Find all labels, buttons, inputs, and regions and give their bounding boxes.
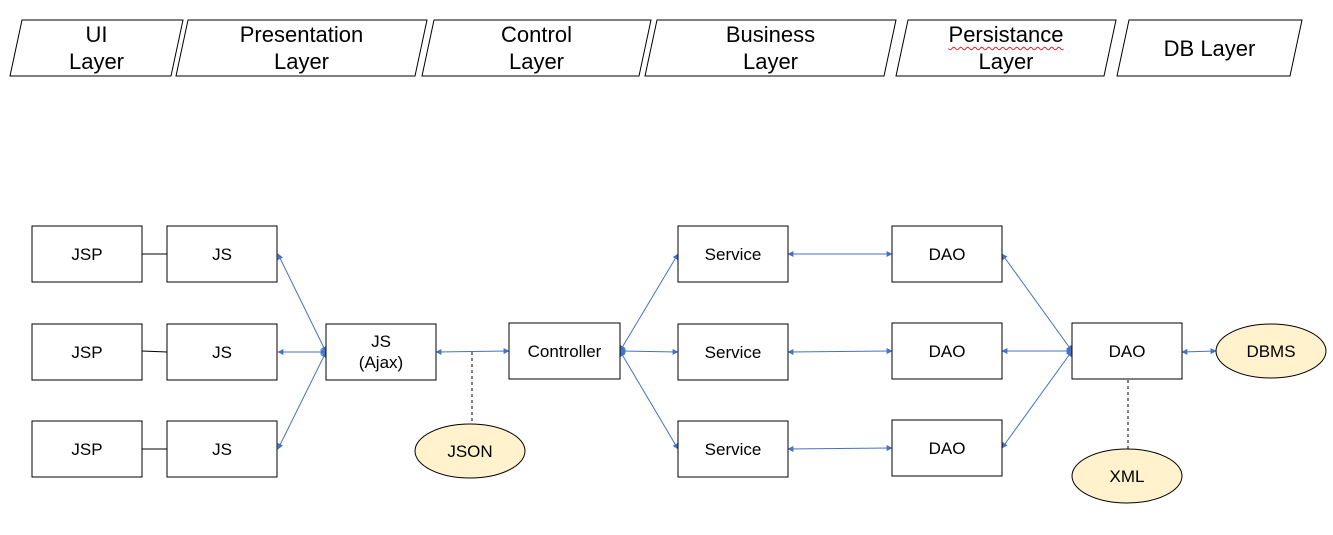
- dao-main-box: [1071, 322, 1183, 380]
- layer-header-db-shape: [1116, 19, 1303, 77]
- arrow-js3-ajax: [277, 351, 327, 450]
- arrow-service2-dao2: [787, 348, 893, 355]
- arrow-ajax-controller: [435, 348, 510, 355]
- arrow-controller-service1: [619, 253, 679, 352]
- controller-box: [508, 322, 621, 380]
- service-box-3: [677, 420, 789, 478]
- dao-box-2: [891, 322, 1003, 380]
- jsp-box-3: [31, 420, 143, 478]
- jsp-box-1: [31, 225, 143, 283]
- json-ellipse: [414, 423, 526, 479]
- xml-ellipse: [1071, 448, 1183, 504]
- js-ajax-box: [325, 323, 437, 381]
- arrow-dao1-daomain: [1001, 253, 1073, 352]
- layer-header-control-shape: [421, 19, 652, 77]
- js-box-1: [166, 225, 278, 283]
- arrow-dao3-daomain: [1001, 350, 1073, 449]
- layer-header-business-shape: [644, 19, 897, 77]
- link-jsp2-js2: [141, 350, 168, 353]
- jsp-box-2: [31, 323, 143, 381]
- arrow-controller-service3: [619, 350, 679, 450]
- dao-box-1: [891, 225, 1003, 283]
- arrow-controller-service2: [619, 348, 679, 355]
- dbms-ellipse: [1215, 323, 1327, 379]
- js-box-3: [166, 420, 278, 478]
- service-box-2: [677, 323, 789, 381]
- arrow-js1-ajax: [277, 253, 327, 353]
- dao-box-3: [891, 419, 1003, 477]
- arrow-daomain-dbms: [1181, 348, 1217, 355]
- js-box-2: [166, 323, 278, 381]
- layer-header-persistance-shape: [895, 19, 1117, 77]
- arrow-service3-dao3: [787, 445, 893, 452]
- layer-header-presentation-shape: [175, 19, 428, 77]
- layer-header-ui-shape: [9, 19, 184, 77]
- service-box-1: [677, 225, 789, 283]
